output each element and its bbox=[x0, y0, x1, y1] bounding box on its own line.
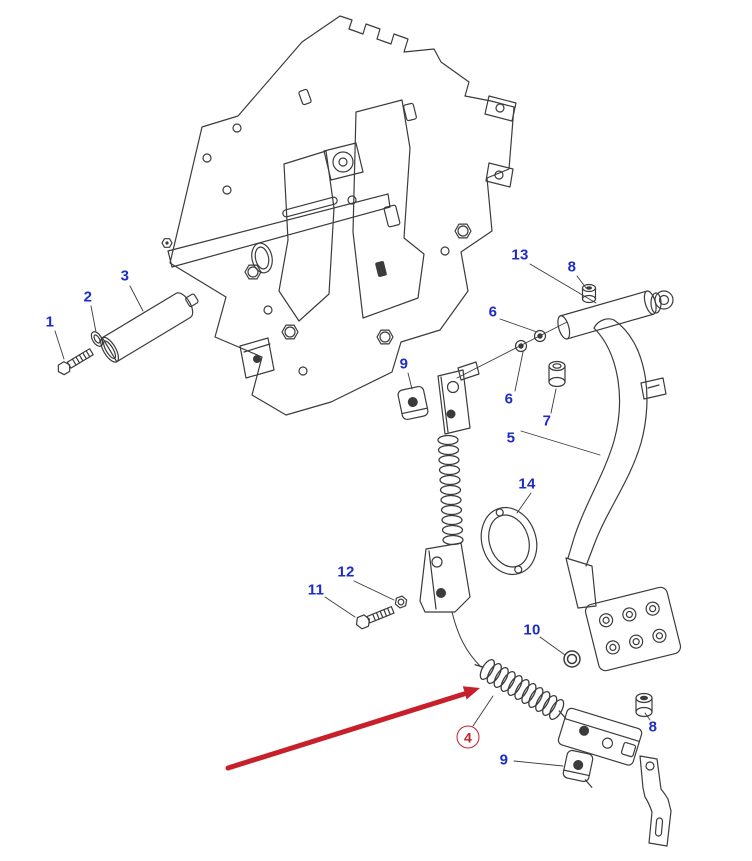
part-label-14: 14 bbox=[518, 475, 536, 493]
part-label-10: 10 bbox=[523, 621, 541, 639]
bushing-part-8-lower bbox=[635, 692, 653, 718]
washer-part-2 bbox=[90, 331, 104, 347]
support-strap bbox=[161, 193, 391, 268]
return-spring-vertical bbox=[437, 434, 464, 546]
pedal-arm-part-5 bbox=[565, 318, 667, 609]
clip-part-9-lower bbox=[562, 749, 594, 788]
spring-part-4 bbox=[474, 659, 567, 720]
highlight-arrow bbox=[225, 686, 480, 771]
bushing-part-8-upper bbox=[581, 283, 597, 304]
clip-part-9-upper bbox=[397, 385, 429, 421]
nut-part-12 bbox=[394, 595, 408, 609]
part-label-9-upper: 9 bbox=[399, 355, 409, 373]
part-label-2: 2 bbox=[83, 288, 93, 306]
bushing-pivot-right bbox=[650, 290, 674, 314]
part-label-7: 7 bbox=[542, 412, 552, 430]
shaft-part-3 bbox=[100, 292, 199, 363]
part-label-13: 13 bbox=[511, 246, 529, 264]
anchor-bracket-lower bbox=[557, 707, 643, 766]
part-label-8-lower: 8 bbox=[648, 718, 658, 736]
spring-bracket-lower bbox=[419, 542, 471, 613]
part-label-3: 3 bbox=[120, 267, 130, 285]
part-label-6-lower: 6 bbox=[504, 390, 514, 408]
gasket-part-14 bbox=[480, 507, 538, 575]
part-label-11: 11 bbox=[307, 581, 325, 599]
part-label-9-lower: 9 bbox=[499, 751, 509, 769]
bolt-part-1 bbox=[57, 348, 94, 376]
bent-strip bbox=[639, 755, 672, 847]
pivot-tube bbox=[557, 290, 657, 340]
pedal-pad bbox=[584, 586, 682, 672]
spring-bracket-upper bbox=[437, 361, 480, 435]
bolt-part-11 bbox=[355, 606, 395, 630]
nut-part-6-a bbox=[514, 339, 528, 353]
leader-lines bbox=[54, 263, 651, 767]
mounting-bracket-plate bbox=[169, 15, 517, 416]
rod-axis bbox=[456, 321, 568, 379]
part-label-1: 1 bbox=[45, 313, 55, 331]
part-label-12: 12 bbox=[337, 563, 355, 581]
part-label-8-upper: 8 bbox=[567, 258, 577, 276]
link-wire bbox=[451, 611, 482, 668]
part-label-6-upper: 6 bbox=[488, 303, 498, 321]
bushing-part-7 bbox=[548, 360, 566, 388]
part-label-5: 5 bbox=[506, 429, 516, 447]
part-label-4-highlighted: 4 bbox=[456, 725, 480, 749]
ring-part-10 bbox=[563, 650, 581, 668]
nut-part-6-b bbox=[533, 329, 547, 343]
